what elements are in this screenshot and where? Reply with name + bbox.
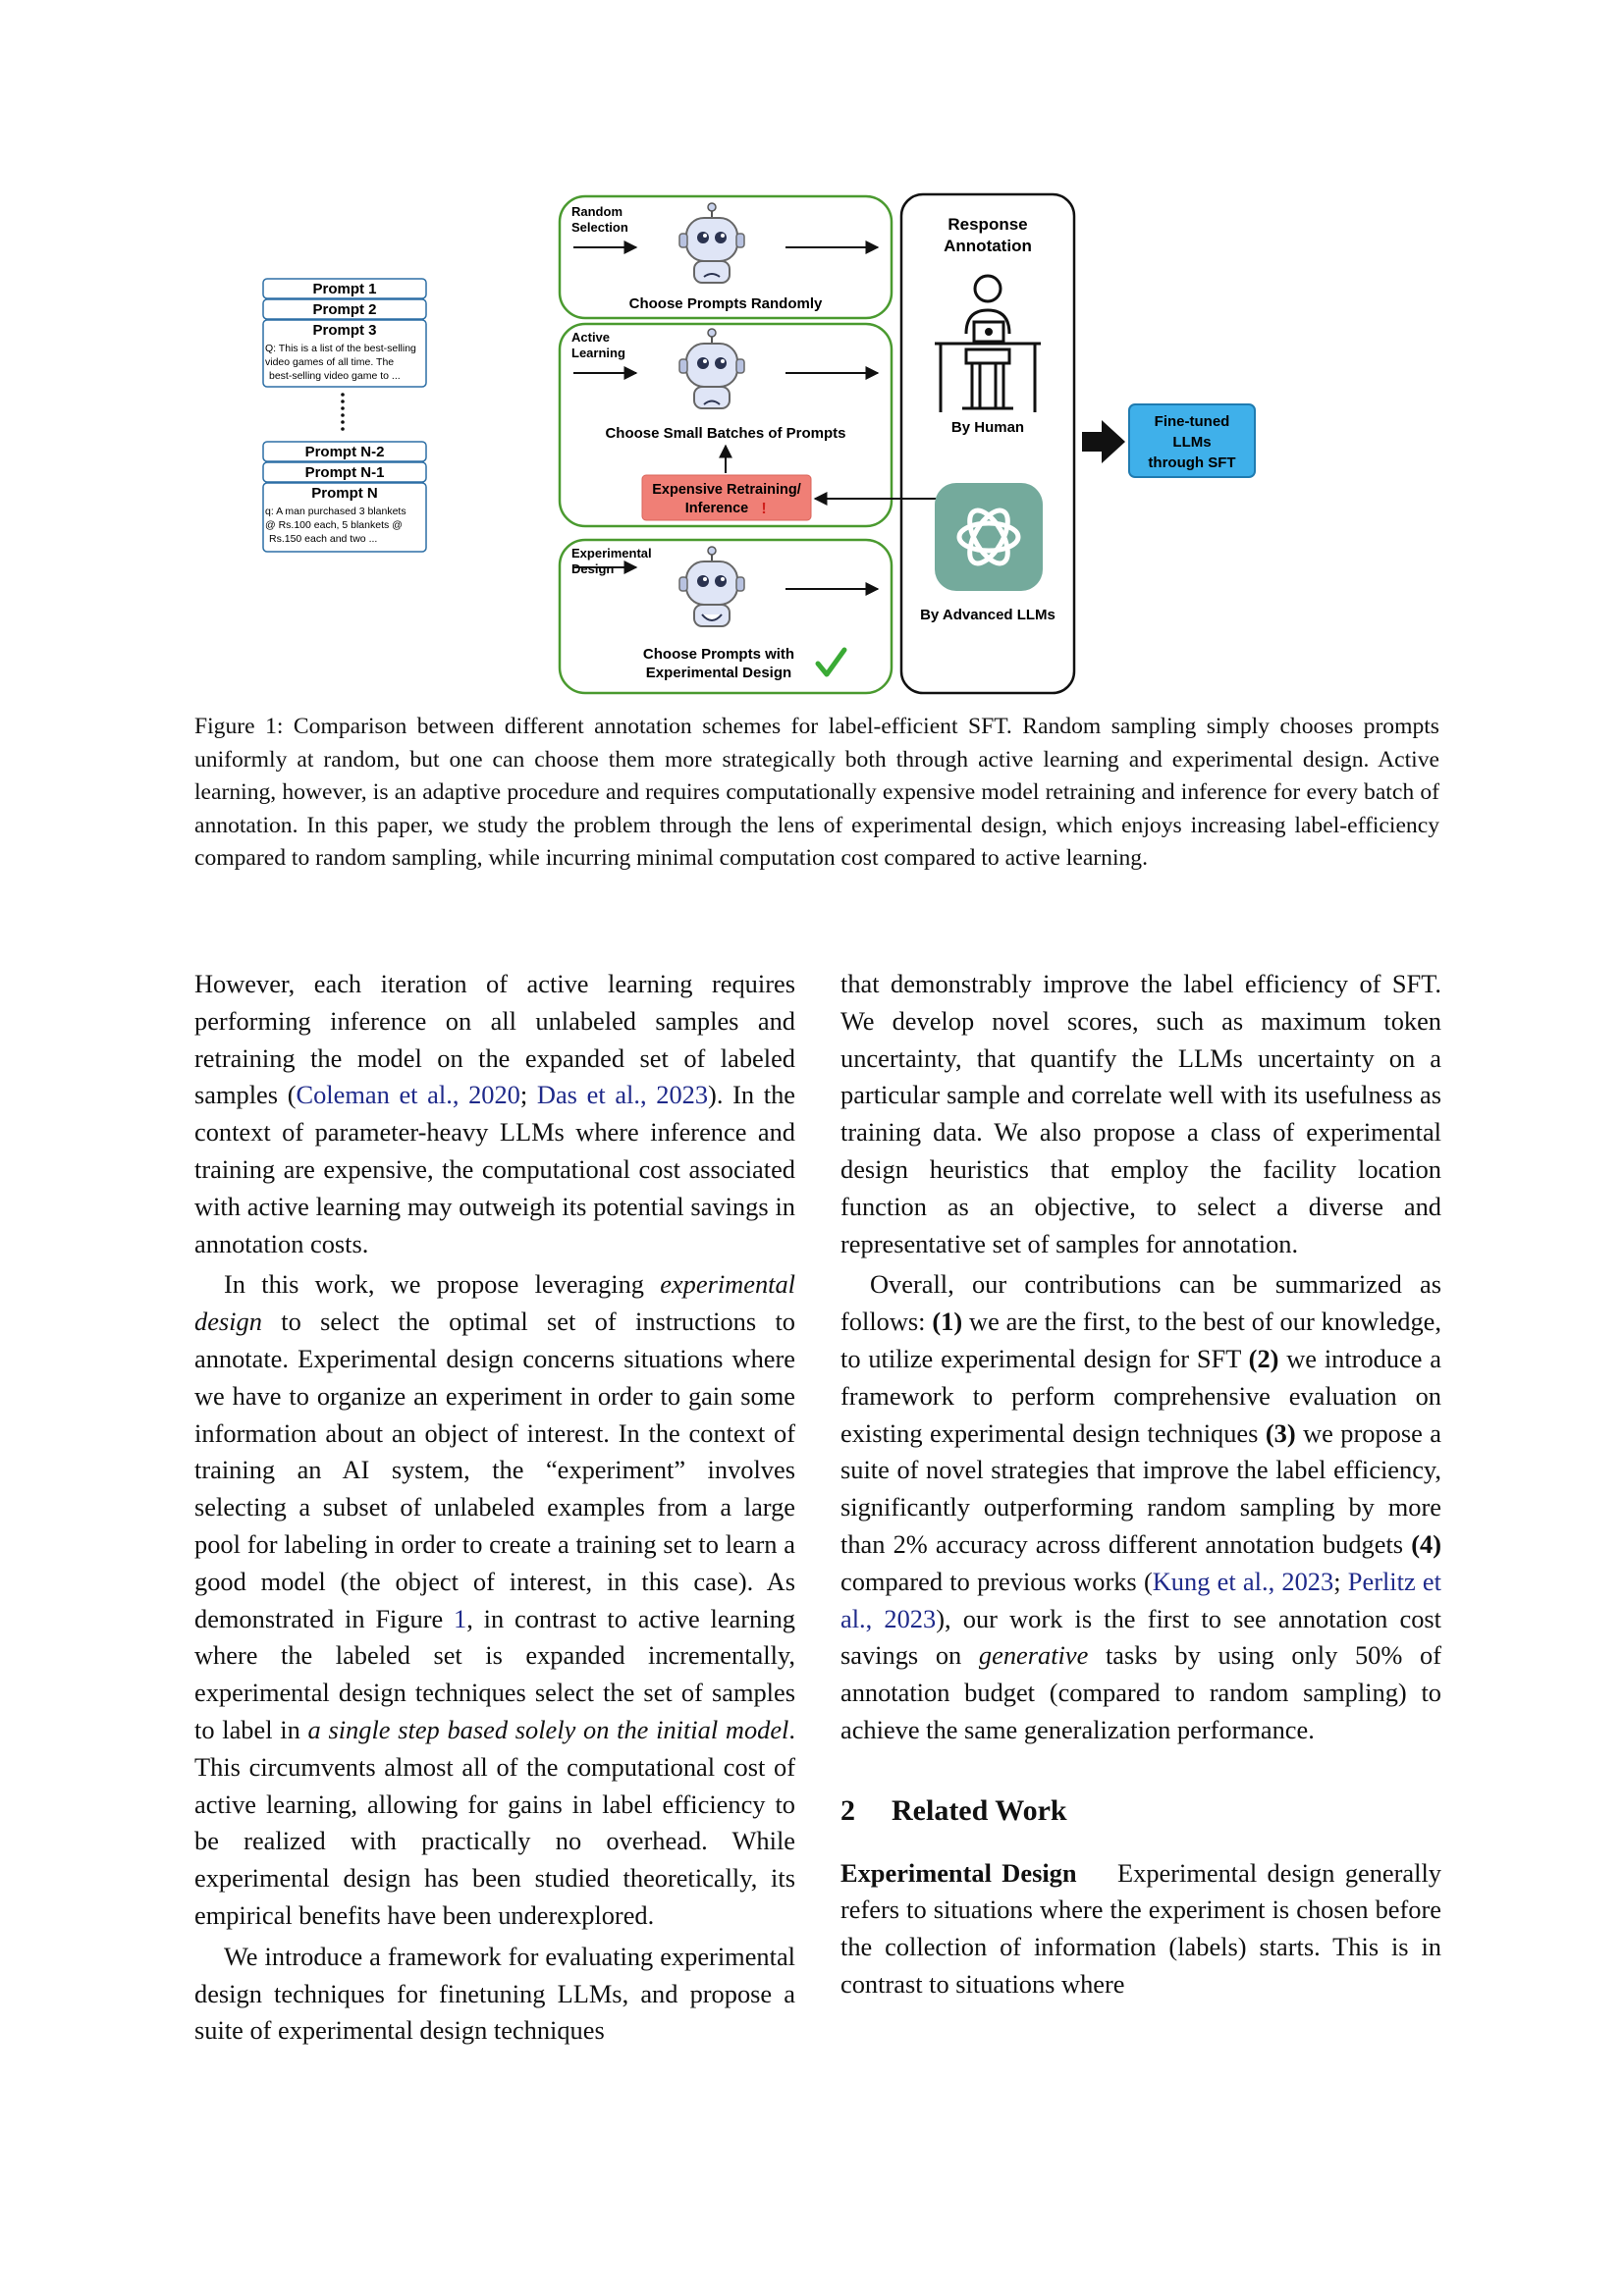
robot-happy-icon bbox=[678, 546, 745, 627]
finetuned-llms-box: Fine-tuned LLMs through SFT bbox=[1128, 403, 1256, 478]
experimental-design-panel: Experimental Design Choose Prompts with … bbox=[558, 538, 893, 695]
emphasis: experimental design bbox=[194, 1269, 795, 1337]
left-paragraph-2: In this work, we propose leveraging expe… bbox=[194, 1266, 795, 1934]
text-run: , in contrast to active learning where t… bbox=[194, 1603, 795, 1744]
random-label-line2: Selection bbox=[571, 220, 628, 235]
figure-1: Prompt 1 Prompt 2 Prompt 3 Q: This is a … bbox=[262, 187, 1257, 697]
figure-caption-text: Figure 1: Comparison between different a… bbox=[194, 714, 1439, 872]
big-arrow-right-icon bbox=[1082, 420, 1125, 463]
by-advanced-llms-label: By Advanced LLMs bbox=[920, 607, 1056, 623]
figure-caption: Figure 1: Comparison between different a… bbox=[194, 711, 1439, 876]
text-run: However, each iteration of active learni… bbox=[194, 969, 795, 1110]
bold-marker: (2) bbox=[1248, 1343, 1279, 1373]
citation-link[interactable]: Perlitz et al., 2023 bbox=[840, 1566, 1441, 1633]
text-run: we are the first, to the best of our kno… bbox=[840, 1307, 1441, 1373]
bold-marker: (3) bbox=[1265, 1417, 1296, 1448]
active-label-line2: Learning bbox=[571, 346, 625, 360]
experimental-label-line1: Experimental bbox=[571, 546, 652, 561]
prompt-n-text-line3: Rs.150 each and two ... bbox=[269, 533, 377, 545]
text-run: ; bbox=[1333, 1566, 1348, 1596]
left-column: However, each iteration of active learni… bbox=[194, 966, 795, 2050]
response-annotation-panel: Response Annotation By Human bbox=[899, 192, 1076, 695]
output-line2: LLMs bbox=[1172, 434, 1211, 451]
output-line1: Fine-tuned bbox=[1155, 413, 1230, 430]
text-run: . This circumvents almost all of the com… bbox=[194, 1714, 795, 1930]
right-paragraph-3: Experimental Design Experimental design … bbox=[840, 1855, 1441, 2003]
text-run: Experimental design generally refers to … bbox=[840, 1857, 1442, 1999]
prompt-pool: Prompt 1 Prompt 2 Prompt 3 Q: This is a … bbox=[262, 278, 427, 553]
text-run: ), our work is the first to see annotati… bbox=[840, 1603, 1442, 1671]
right-column: that demonstrably improve the label effi… bbox=[840, 966, 1441, 2003]
right-paragraph-2: Overall, our contributions can be summar… bbox=[840, 1266, 1441, 1748]
annotation-title-line2: Annotation bbox=[944, 237, 1032, 255]
paragraph-runin-heading: Experimental Design bbox=[840, 1857, 1077, 1888]
section-heading: 2 Related Work bbox=[840, 1792, 1441, 1830]
prompt-n-text-line2: @ Rs.100 each, 5 blankets @ bbox=[265, 519, 403, 531]
text-run: tasks by using only 50% of annotation bu… bbox=[840, 1640, 1441, 1744]
prompt-n-2-label: Prompt N-2 bbox=[305, 444, 385, 460]
text-run: compared to previous works ( bbox=[840, 1566, 1153, 1596]
emphasis: generative bbox=[978, 1640, 1089, 1671]
text-run: ; bbox=[519, 1080, 537, 1110]
prompt-pool-bottom: Prompt N-2 Prompt N-1 Prompt N q: A man … bbox=[262, 441, 427, 553]
section-number: 2 bbox=[840, 1793, 855, 1827]
experimental-caption-line1: Choose Prompts with bbox=[643, 646, 794, 663]
prompt-2-label: Prompt 2 bbox=[312, 301, 376, 318]
active-label-line1: Active bbox=[571, 330, 610, 345]
robot-sad-icon bbox=[678, 202, 745, 284]
openai-logo-icon bbox=[935, 483, 1043, 591]
checkmark-icon bbox=[815, 647, 847, 677]
retrain-line2: Inference bbox=[685, 501, 748, 516]
random-selection-panel: Random Selection Choose Prompts Randomly bbox=[558, 194, 893, 320]
citation-link[interactable]: Coleman et al., 2020 bbox=[296, 1080, 520, 1110]
prompt-3-text-line1: Q: This is a list of the best-selling bbox=[265, 343, 416, 354]
annotation-schemes-diagram: Prompt 1 Prompt 2 Prompt 3 Q: This is a … bbox=[262, 192, 1256, 695]
prompt-pool-top: Prompt 1 Prompt 2 Prompt 3 Q: This is a … bbox=[262, 278, 427, 388]
citation-link[interactable]: Das et al., 2023 bbox=[536, 1080, 709, 1110]
citation-link[interactable]: Kung et al., 2023 bbox=[1152, 1566, 1334, 1596]
right-paragraph-1: that demonstrably improve the label effi… bbox=[840, 969, 1441, 1258]
by-human-label: By Human bbox=[951, 419, 1024, 436]
ellipsis-dots bbox=[341, 393, 345, 431]
annotation-title-line1: Response bbox=[947, 215, 1027, 234]
text-run: we introduce a framework to perform comp… bbox=[840, 1343, 1441, 1448]
active-caption: Choose Small Batches of Prompts bbox=[605, 425, 845, 442]
bold-marker: (4) bbox=[1411, 1528, 1441, 1559]
prompt-n-label: Prompt N bbox=[311, 485, 378, 502]
exclamation-icon: ! bbox=[761, 501, 766, 517]
text-run: Overall, our contributions can be summar… bbox=[840, 1269, 1441, 1337]
prompt-3-text-line2: video games of all time. The bbox=[265, 356, 394, 368]
prompt-n-text-line1: q: A man purchased 3 blankets bbox=[265, 506, 406, 517]
emphasis: a single step based solely on the initia… bbox=[307, 1714, 789, 1744]
text-run: In this work, we propose leveraging bbox=[224, 1269, 661, 1300]
experimental-caption-line2: Experimental Design bbox=[646, 665, 791, 681]
human-with-laptop-icon bbox=[935, 274, 1041, 412]
left-paragraph-3: We introduce a framework for evaluating … bbox=[194, 1941, 795, 2046]
text-run: to select the optimal set of instruction… bbox=[194, 1307, 795, 1633]
output-line3: through SFT bbox=[1148, 454, 1235, 471]
left-paragraph-1: However, each iteration of active learni… bbox=[194, 966, 795, 1262]
random-label-line1: Random bbox=[571, 204, 623, 219]
active-learning-panel: Active Learning Choose Small Batches of … bbox=[558, 322, 893, 528]
prompt-1-label: Prompt 1 bbox=[312, 281, 376, 297]
bold-marker: (1) bbox=[932, 1307, 963, 1337]
prompt-3-text-line3: best-selling video game to ... bbox=[269, 370, 401, 382]
random-caption: Choose Prompts Randomly bbox=[629, 295, 823, 312]
text-run: we propose a suite of novel strategies t… bbox=[840, 1417, 1441, 1559]
section-title: Related Work bbox=[892, 1793, 1067, 1827]
robot-worried-icon bbox=[678, 328, 745, 409]
expensive-retraining-box bbox=[641, 474, 812, 521]
retrain-line1: Expensive Retraining/ bbox=[652, 482, 801, 498]
prompt-3-label: Prompt 3 bbox=[312, 322, 376, 339]
figure-reference-link[interactable]: 1 bbox=[454, 1603, 467, 1633]
prompt-n-1-label: Prompt N-1 bbox=[305, 464, 385, 481]
text-run: ). In the context of parameter-heavy LLM… bbox=[194, 1080, 795, 1258]
experimental-label-line2: Design bbox=[571, 561, 614, 576]
